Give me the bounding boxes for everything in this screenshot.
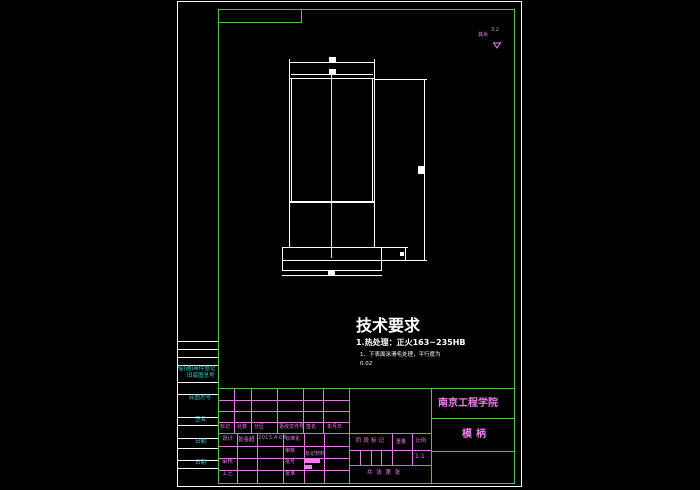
tech-req-line2: 1、下表面涂滑毛处理，平行度为	[360, 352, 441, 358]
sheet-count: 共 张 第 张	[367, 470, 402, 476]
rev-header-mark: 标记	[220, 424, 231, 430]
roughness-label: 其余	[478, 32, 489, 38]
label-review: 审核	[285, 448, 296, 454]
role-process: 工艺	[222, 471, 234, 477]
stage-header-mark: 阶段标记	[356, 438, 387, 444]
design-date: 2013.4.07	[258, 435, 286, 441]
label-date-2: 日期	[195, 460, 207, 466]
stamp-block	[304, 458, 320, 463]
stage-header-scale: 比例	[416, 438, 427, 444]
roughness-triangle-icon	[492, 34, 502, 53]
tech-req-title: 技术要求	[356, 316, 421, 335]
label-old-drawing-no: 旧底图总号	[187, 373, 215, 379]
part-base-flange	[282, 247, 382, 271]
rev-header-doc: 更改文件号	[279, 424, 305, 430]
label-drawing-no: 底图总号	[189, 395, 212, 401]
role-designer: 设计	[222, 436, 234, 442]
rev-header-sign: 签名	[306, 424, 317, 430]
rev-header-zone: 分区	[254, 424, 265, 430]
tech-req-line1: 1.热处理：正火163~235HB	[356, 338, 466, 347]
rev-header-count: 处数	[237, 424, 248, 430]
scale-value: 1:1	[415, 453, 425, 460]
dim-height	[418, 166, 424, 174]
label-date-1: 日期	[195, 439, 207, 445]
school-name: 南京工程学院	[438, 398, 498, 409]
designer-name: 张金超	[238, 437, 255, 443]
stage-header-weight: 重量	[396, 439, 407, 445]
label-batch: 批号	[285, 459, 296, 465]
role-auditor: 审核	[222, 459, 234, 465]
tech-req-line3: 0.02	[360, 361, 373, 367]
drawing-number-box	[218, 9, 302, 23]
part-name: 模柄	[462, 429, 490, 440]
label-standardization: 标准化	[285, 436, 301, 442]
roughness-value: 3.2	[491, 27, 499, 33]
label-approve: 批准	[285, 471, 296, 477]
label-borrowed-register: 借(通)用件登记	[178, 366, 216, 372]
dim-top-inner	[329, 69, 336, 75]
sheet-outer-border	[177, 1, 522, 487]
material-stamp: 标记材料	[305, 451, 326, 457]
rev-header-date: 年月日	[327, 424, 343, 430]
dim-top-outer	[329, 57, 336, 63]
dim-base-height	[400, 252, 404, 256]
part-upper-body	[289, 78, 375, 202]
label-signature: 签名	[195, 417, 207, 423]
centerline	[331, 72, 332, 258]
dim-base-width	[328, 270, 335, 276]
